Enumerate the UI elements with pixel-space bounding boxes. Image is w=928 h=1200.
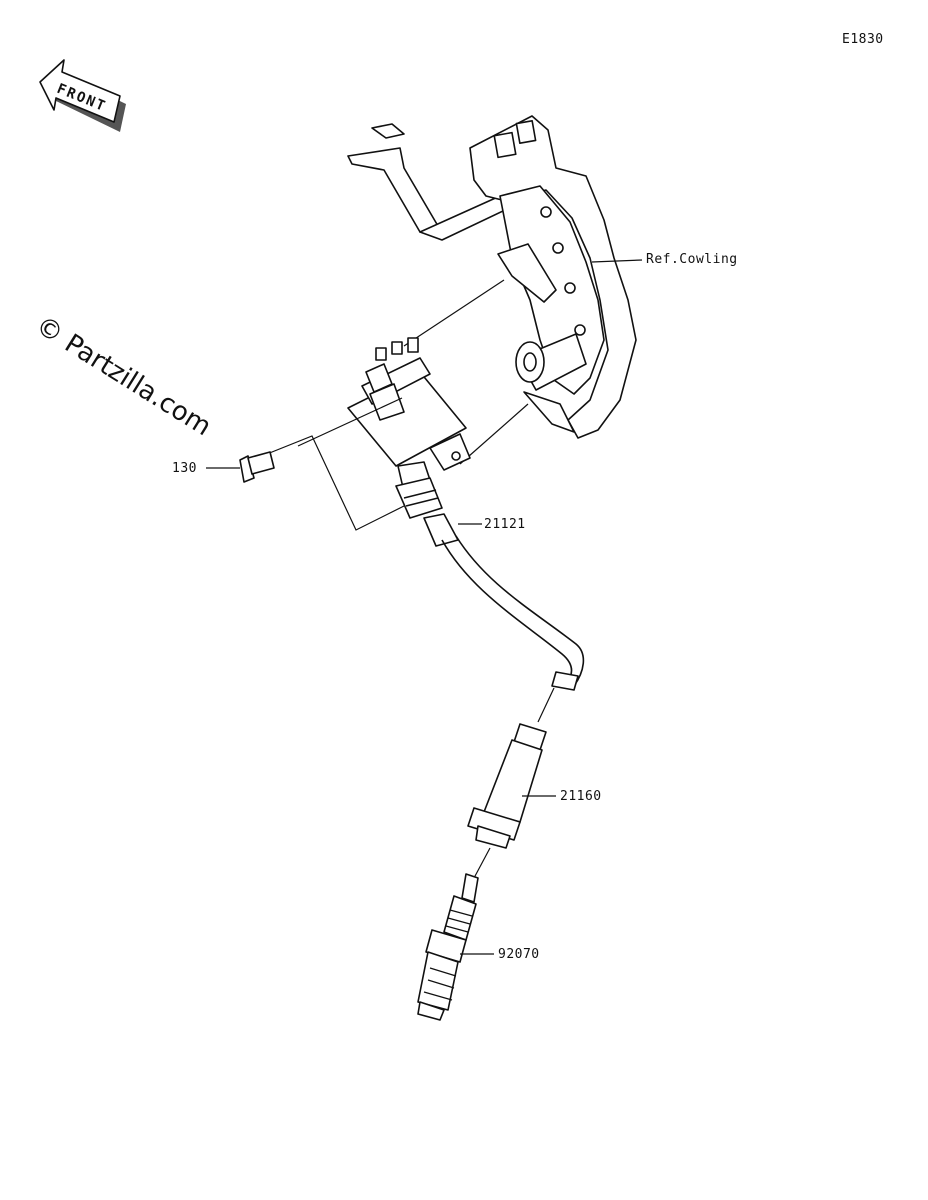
callout-ref-cowling: Ref.Cowling [646,252,738,267]
callout-130: 130 [172,461,197,476]
spark-plug [417,873,479,1021]
diagram-code: E1830 [842,32,884,47]
callout-92070: 92070 [498,947,540,962]
bolt-130 [239,451,275,483]
ht-lead [441,535,585,687]
cowling-bracket [347,115,637,439]
spark-plug-cap [467,723,547,849]
watermark: © Partzilla.com [30,310,216,442]
callout-21160: 21160 [560,789,602,804]
front-arrow-icon: FRONT [39,59,126,132]
ignition-coil [347,337,471,519]
callout-21121: 21121 [484,517,526,532]
